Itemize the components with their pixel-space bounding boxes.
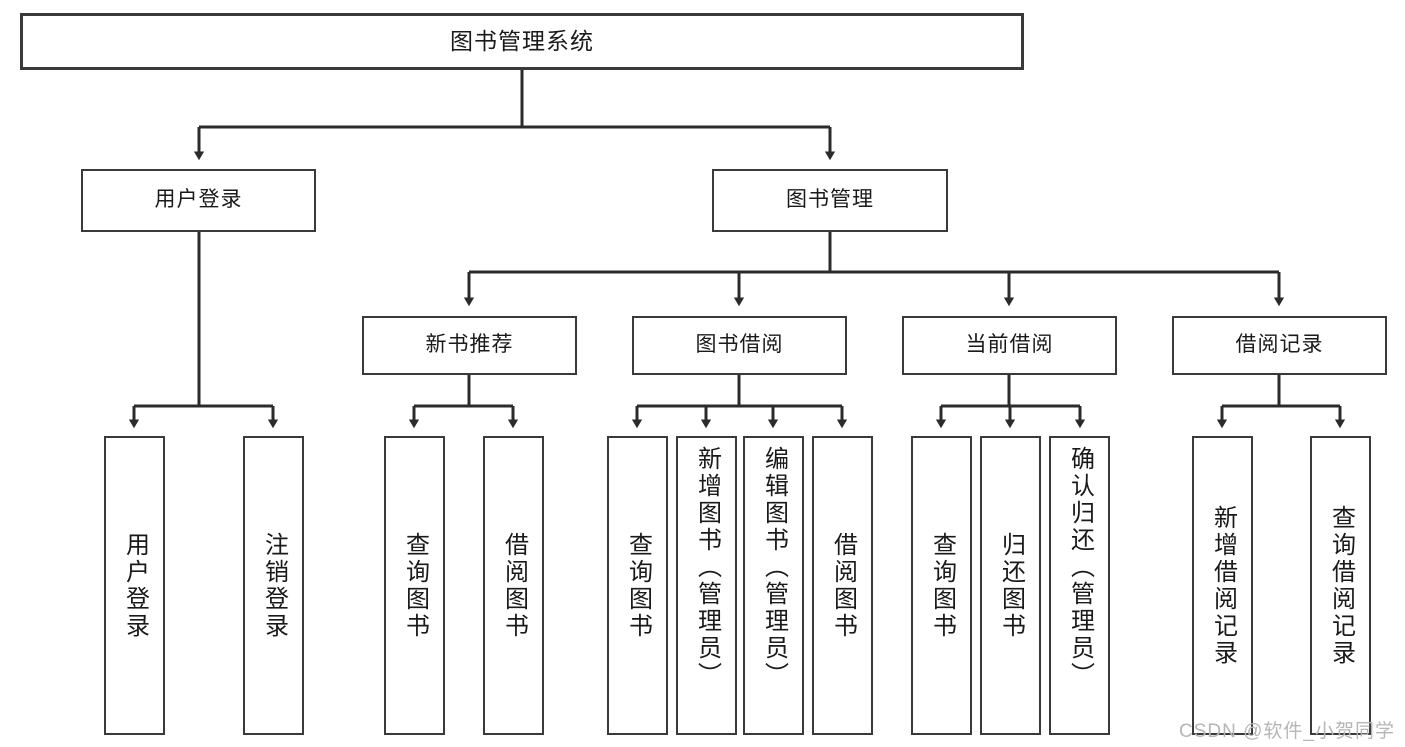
leaf-user-login-signin[interactable]: 用户登录: [104, 436, 165, 735]
leaf-borrow-edit-book-admin[interactable]: 编辑图书（管理员）: [743, 436, 804, 735]
leaf-record-add-record[interactable]: 新增借阅记录: [1192, 436, 1253, 735]
node-new-book-recommend[interactable]: 新书推荐: [362, 316, 577, 375]
csdn-watermark: CSDN @软件_小贺同学: [1179, 721, 1395, 742]
leaf-borrow-query-book[interactable]: 查询图书: [607, 436, 668, 735]
leaf-record-query-record[interactable]: 查询借阅记录: [1310, 436, 1371, 735]
leaf-user-login-signout-label: 注销登录: [260, 531, 288, 640]
node-user-login[interactable]: 用户登录: [81, 169, 316, 232]
node-book-borrow[interactable]: 图书借阅: [632, 316, 847, 375]
node-root-system[interactable]: 图书管理系统: [20, 13, 1024, 70]
leaf-record-add-record-label: 新增借阅记录: [1209, 504, 1237, 667]
leaf-current-query-book-label: 查询图书: [928, 531, 956, 640]
node-user-login-label: 用户登录: [154, 188, 243, 212]
leaf-borrow-add-book-admin[interactable]: 新增图书（管理员）: [676, 436, 737, 735]
leaf-user-login-signout[interactable]: 注销登录: [243, 436, 304, 735]
leaf-newbook-borrow-book[interactable]: 借阅图书: [483, 436, 544, 735]
leaf-current-confirm-return-admin[interactable]: 确认归还（管理员）: [1049, 436, 1110, 735]
node-borrow-record[interactable]: 借阅记录: [1172, 316, 1387, 375]
leaf-borrow-borrow-book[interactable]: 借阅图书: [812, 436, 873, 735]
leaf-borrow-borrow-book-label: 借阅图书: [829, 531, 857, 640]
node-book-borrow-label: 图书借阅: [695, 333, 784, 357]
node-borrow-record-label: 借阅记录: [1235, 333, 1324, 357]
leaf-current-return-book[interactable]: 归还图书: [980, 436, 1041, 735]
leaf-current-return-book-label: 归还图书: [997, 531, 1025, 640]
node-current-borrow-label: 当前借阅: [965, 333, 1054, 357]
leaf-newbook-query-book-label: 查询图书: [401, 531, 429, 640]
leaf-newbook-borrow-book-label: 借阅图书: [500, 531, 528, 640]
leaf-record-query-record-label: 查询借阅记录: [1327, 504, 1355, 667]
node-new-book-recommend-label: 新书推荐: [425, 333, 514, 357]
node-root-system-label: 图书管理系统: [450, 28, 594, 55]
leaf-current-query-book[interactable]: 查询图书: [911, 436, 972, 735]
leaf-borrow-edit-book-admin-label: 编辑图书（管理员）: [760, 446, 788, 689]
node-book-management[interactable]: 图书管理: [712, 169, 948, 232]
node-book-management-label: 图书管理: [786, 188, 874, 212]
leaf-borrow-query-book-label: 查询图书: [624, 531, 652, 640]
node-current-borrow[interactable]: 当前借阅: [902, 316, 1117, 375]
leaf-newbook-query-book[interactable]: 查询图书: [384, 436, 445, 735]
leaf-borrow-add-book-admin-label: 新增图书（管理员）: [693, 446, 721, 689]
leaf-current-confirm-return-admin-label: 确认归还（管理员）: [1066, 446, 1094, 689]
leaf-user-login-signin-label: 用户登录: [121, 531, 149, 640]
